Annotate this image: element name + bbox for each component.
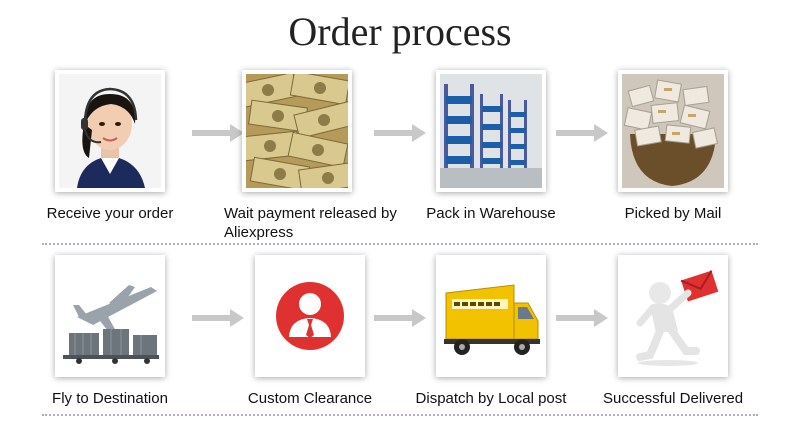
- step-label: Receive your order: [46, 205, 174, 222]
- arrow-right-icon: [374, 124, 426, 142]
- step-label: Pack in Warehouse: [426, 205, 556, 222]
- step-pack-warehouse: Pack in Warehouse: [396, 70, 586, 250]
- step-label: Wait payment released by Aliexpress: [224, 205, 397, 241]
- step-label: Custom Clearance: [247, 390, 373, 407]
- step-successful-delivered: Successful Delivered: [578, 255, 768, 435]
- arrow-right-icon: [374, 309, 426, 327]
- step-label: Successful Delivered: [602, 390, 744, 407]
- step-wait-payment: Wait payment released by Aliexpress: [202, 70, 397, 250]
- step-picked-by-mail: Picked by Mail: [578, 70, 768, 250]
- page-title: Order process: [288, 9, 512, 54]
- row-divider: [42, 414, 758, 416]
- arrow-right-icon: [192, 309, 244, 327]
- step-label: Fly to Destination: [52, 390, 168, 407]
- step-fly-destination: Fly to Destination: [15, 255, 205, 435]
- step-dispatch-local-post: Dispatch by Local post: [396, 255, 586, 435]
- process-row-1: Receive your order: [0, 70, 800, 260]
- arrow-right-icon: [556, 124, 608, 142]
- arrow-right-icon: [192, 124, 244, 142]
- row-divider: [42, 243, 758, 245]
- step-receive-order: Receive your order: [15, 70, 205, 250]
- warehouse-photo: [436, 70, 546, 192]
- airplane-cargo-photo: [55, 255, 165, 377]
- customs-officer-icon: [255, 255, 365, 377]
- delivery-truck-photo: [436, 255, 546, 377]
- step-custom-clearance: Custom Clearance: [215, 255, 405, 435]
- step-label: Picked by Mail: [624, 205, 722, 222]
- arrow-right-icon: [556, 309, 608, 327]
- process-row-2: Fly to Destination Custom Clearance: [0, 255, 800, 445]
- step-label: Dispatch by Local post: [415, 390, 567, 407]
- customer-service-photo: [55, 70, 165, 192]
- mail-packages-photo: [618, 70, 728, 192]
- money-photo: [242, 70, 352, 192]
- delivered-figure-icon: [618, 255, 728, 377]
